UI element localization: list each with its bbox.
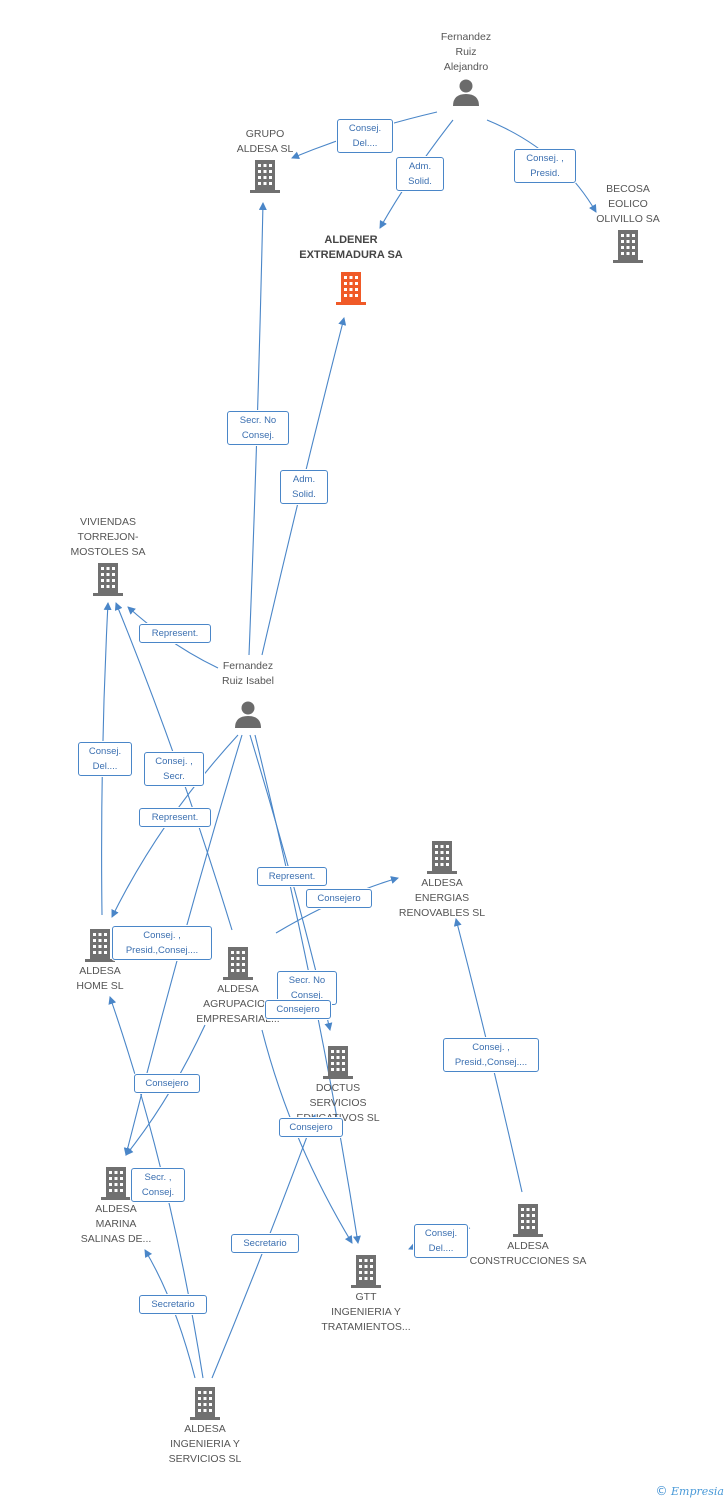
edge-label[interactable]: Adm. Solid.	[280, 470, 328, 504]
node-grupo-aldesa[interactable]: GRUPO ALDESA SL	[215, 127, 315, 195]
building-icon	[85, 929, 115, 962]
edge-label[interactable]: Secretario	[139, 1295, 207, 1314]
building-icon	[190, 1387, 220, 1420]
building-icon	[101, 1167, 131, 1200]
node-label: ALDESA INGENIERIA Y SERVICIOS SL	[168, 1423, 242, 1465]
building-icon	[613, 230, 643, 263]
node-label: GTT INGENIERIA Y TRATAMIENTOS...	[321, 1291, 411, 1333]
edge-label[interactable]: Consejero	[265, 1000, 331, 1019]
node-fernandez-ruiz-isabel[interactable]: Fernandez Ruiz Isabel	[198, 659, 298, 731]
edge-label[interactable]: Consej. , Presid.,Consej....	[112, 926, 212, 960]
node-aldesa-energias[interactable]: ALDESA ENERGIAS RENOVABLES SL	[390, 838, 494, 921]
copyright-icon: ©	[655, 1484, 668, 1498]
node-label: ALDENER EXTREMADURA SA	[299, 234, 403, 261]
node-becosa-eolico[interactable]: BECOSA EOLICO OLIVILLO SA	[578, 182, 678, 265]
node-aldesa-agrupacion[interactable]: ALDESA AGRUPACION EMPRESARIAL...	[186, 944, 290, 1027]
node-aldesa-home[interactable]: ALDESA HOME SL	[58, 926, 142, 994]
brand-logo[interactable]: © Empresia	[656, 1484, 725, 1498]
edge-label[interactable]: Represent.	[139, 808, 211, 827]
edge-label[interactable]: Secr. No Consej.	[227, 411, 289, 445]
person-icon	[235, 701, 261, 728]
brand-name: Empresia	[671, 1485, 724, 1498]
node-label: ALDESA AGRUPACION EMPRESARIAL...	[196, 983, 280, 1025]
edge-label[interactable]: Consej. Del....	[414, 1224, 468, 1258]
node-label: VIVIENDAS TORREJON- MOSTOLES SA	[70, 516, 146, 558]
node-aldener-extremadura[interactable]: ALDENER EXTREMADURA SA	[289, 233, 413, 307]
node-fernandez-ruiz-alejandro[interactable]: Fernandez Ruiz Alejandro	[416, 30, 516, 109]
building-icon	[351, 1255, 381, 1288]
building-icon	[93, 563, 123, 596]
edge-label[interactable]: Secr. No Consej.	[277, 971, 337, 1005]
building-icon	[223, 947, 253, 980]
node-label: BECOSA EOLICO OLIVILLO SA	[596, 183, 660, 225]
node-label: Fernandez Ruiz Isabel	[222, 660, 274, 687]
node-label: ALDESA CONSTRUCCIONES SA	[469, 1240, 587, 1267]
node-aldesa-marina[interactable]: ALDESA MARINA SALINAS DE...	[66, 1164, 166, 1247]
edge-line	[144, 1249, 196, 1379]
edge-label[interactable]: Consejero	[134, 1074, 200, 1093]
person-icon	[453, 79, 479, 106]
edge-label[interactable]: Consej. , Secr.	[144, 752, 204, 786]
edge-label[interactable]: Consej. Del....	[337, 119, 393, 153]
building-icon	[336, 272, 366, 305]
node-aldesa-construcciones[interactable]: ALDESA CONSTRUCCIONES SA	[464, 1201, 592, 1269]
node-label: Fernandez Ruiz Alejandro	[440, 31, 492, 73]
node-label: ALDESA ENERGIAS RENOVABLES SL	[398, 877, 486, 919]
edge-label[interactable]: Consejero	[279, 1118, 343, 1137]
node-label: ALDESA MARINA SALINAS DE...	[80, 1203, 152, 1245]
edge-label[interactable]: Represent.	[139, 624, 211, 643]
edge-label[interactable]: Adm. Solid.	[396, 157, 444, 191]
edge-label[interactable]: Consej. , Presid.	[514, 149, 576, 183]
edge-label[interactable]: Represent.	[257, 867, 327, 886]
edge-label[interactable]: Secr. , Consej.	[131, 1168, 185, 1202]
node-label: GRUPO ALDESA SL	[236, 128, 294, 155]
node-label: ALDESA HOME SL	[76, 965, 124, 992]
building-icon	[323, 1046, 353, 1079]
building-icon	[513, 1204, 543, 1237]
building-icon	[250, 160, 280, 193]
edge-line	[261, 1029, 353, 1244]
edge-line	[125, 1024, 206, 1156]
edge-label[interactable]: Consej. , Presid.,Consej....	[443, 1038, 539, 1072]
node-gtt-ingenieria[interactable]: GTT INGENIERIA Y TRATAMIENTOS...	[314, 1252, 418, 1335]
edge-label[interactable]: Consej. Del....	[78, 742, 132, 776]
edge-label[interactable]: Secretario	[231, 1234, 299, 1253]
node-doctus-servicios[interactable]: DOCTUS SERVICIOS EDUCATIVOS SL	[286, 1043, 390, 1126]
node-aldesa-ingenieria[interactable]: ALDESA INGENIERIA Y SERVICIOS SL	[155, 1384, 255, 1467]
building-icon	[427, 841, 457, 874]
node-viviendas-torrejon[interactable]: VIVIENDAS TORREJON- MOSTOLES SA	[56, 515, 160, 598]
edge-label[interactable]: Consejero	[306, 889, 372, 908]
